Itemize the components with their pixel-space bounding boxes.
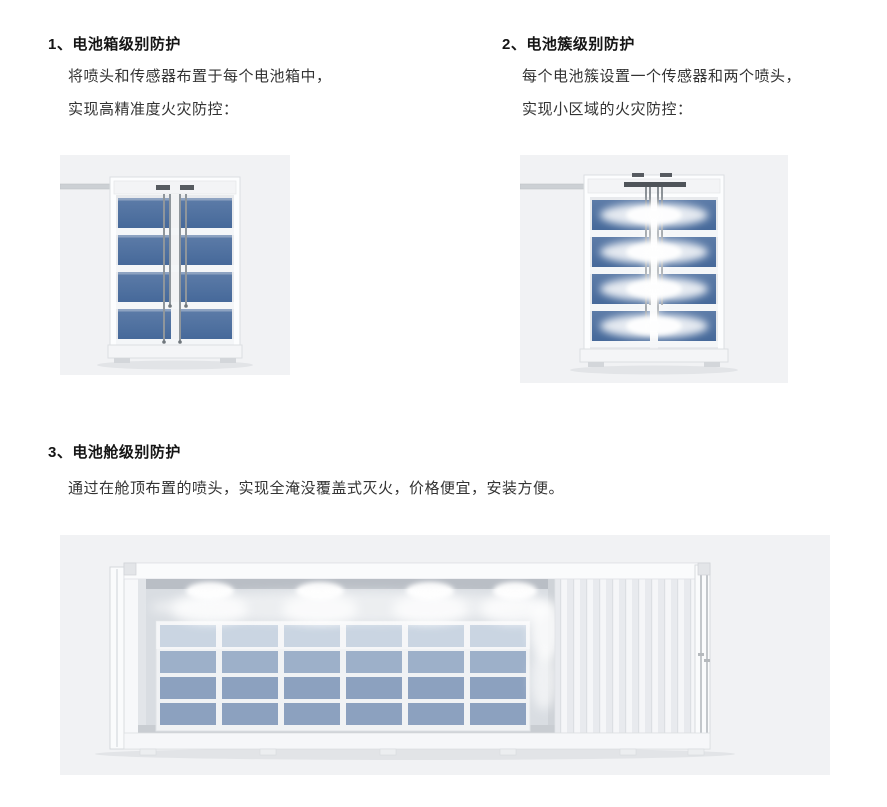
section-3-number: 3、 [48,444,73,461]
battery-box-illustration [60,176,253,370]
battery-box-panel [60,155,290,375]
section-3-heading: 3、电池舱级别防护 [48,441,181,462]
battery-container-panel [60,535,830,775]
section-1-number: 1、 [48,36,73,53]
section-3-title: 电池舱级别防护 [72,444,181,461]
section-1-desc-line-2: 实现高精准度火灾防控： [68,101,239,118]
section-2-heading: 2、电池簇级别防护 [502,33,635,54]
section-3-description: 通过在舱顶布置的喷头，实现全淹没覆盖式灭火，价格便宜，安装方便。 [68,472,564,505]
section-1-title: 电池箱级别防护 [72,36,181,53]
battery-cluster-panel [520,155,788,383]
section-1-desc-line-1: 将喷头和传感器布置于每个电池箱中， [68,68,332,85]
section-2-desc-line-1: 每个电池簇设置一个传感器和两个喷头， [522,68,802,85]
section-1-description: 将喷头和传感器布置于每个电池箱中， 实现高精准度火灾防控： [68,60,332,126]
battery-container-illustration [95,562,735,760]
section-2-title: 电池簇级别防护 [526,36,635,53]
battery-cluster-illustration [520,173,738,375]
section-2-desc-line-2: 实现小区域的火灾防控： [522,101,693,118]
section-2-description: 每个电池簇设置一个传感器和两个喷头， 实现小区域的火灾防控： [522,60,801,126]
section-3-desc-line-1: 通过在舱顶布置的喷头，实现全淹没覆盖式灭火，价格便宜，安装方便。 [68,480,565,497]
section-1-heading: 1、电池箱级别防护 [48,33,181,54]
section-2-number: 2、 [502,36,527,53]
